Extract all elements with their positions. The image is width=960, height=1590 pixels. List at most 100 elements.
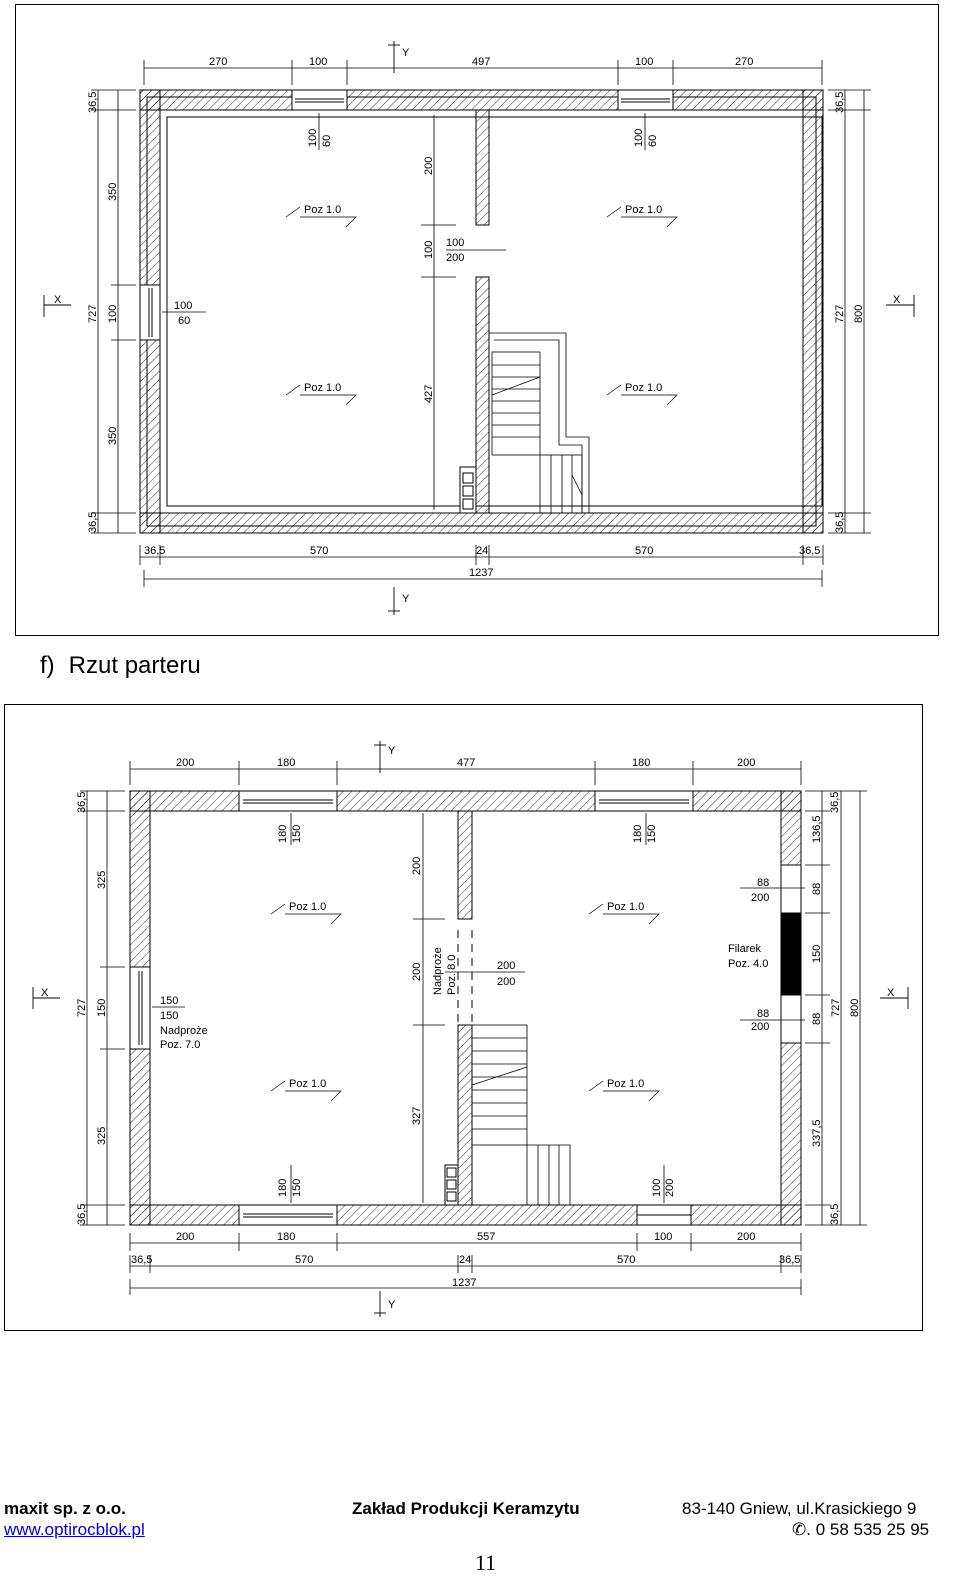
door-dim: 200 xyxy=(664,1179,676,1197)
bottom-dim: 200 xyxy=(176,1231,194,1243)
chimney-flues xyxy=(459,466,477,514)
room-labels: Poz 1.0 Poz 1.0 Poz 1.0 Poz 1.0 xyxy=(270,901,660,1102)
bottom-dim: 100 xyxy=(654,1231,672,1243)
caption-title: Rzut parteru xyxy=(68,652,201,679)
window-dim: 100 xyxy=(174,300,192,312)
footer-phone-number: . 0 58 535 25 95 xyxy=(806,1520,930,1539)
right-dim: 36,5 xyxy=(829,792,841,813)
bottom-dim: 36,5 xyxy=(131,1254,152,1266)
inner-wall-dim: 200 xyxy=(411,857,423,875)
room-label: Poz 1.0 xyxy=(289,901,326,913)
left-dim: 727 xyxy=(76,999,88,1017)
right-dim: 150 xyxy=(811,945,823,963)
right-dim: 36,5 xyxy=(834,92,846,113)
upper-floor-plan-frame: 200 100 427 100 200 100 60 100 60 100 60… xyxy=(15,4,939,636)
right-dim: 88 xyxy=(811,883,823,895)
axis-y-label: Y xyxy=(402,47,410,59)
bottom-dimension-chain xyxy=(129,1233,802,1295)
left-dim: 36,5 xyxy=(87,512,99,533)
window-dim: 60 xyxy=(321,135,333,147)
bottom-dim: 570 xyxy=(295,1254,313,1266)
bottom-dim: 24 xyxy=(476,545,488,557)
bottom-dimension-chain xyxy=(139,545,824,587)
inner-wall-dim: 327 xyxy=(411,1107,423,1125)
room-label: Poz 1.0 xyxy=(625,204,662,216)
inner-wall-dim: 200 xyxy=(411,963,423,981)
top-dim: 270 xyxy=(209,56,227,68)
left-dim: 325 xyxy=(96,871,108,889)
axis-x-label: X xyxy=(54,294,62,306)
axis-y-label: Y xyxy=(388,1299,396,1311)
door-dim: 200 xyxy=(497,976,515,988)
room-labels: Poz 1.0 Poz 1.0 Poz 1.0 Poz 1.0 xyxy=(285,204,678,406)
top-dim: 100 xyxy=(309,56,327,68)
caption-letter: f) xyxy=(40,652,55,679)
total-width-dim: 1237 xyxy=(452,1277,476,1289)
left-dim: 150 xyxy=(96,999,108,1017)
right-dim: 136,5 xyxy=(811,815,823,843)
right-dim: 727 xyxy=(830,999,842,1017)
axis-x-label: X xyxy=(893,294,901,306)
room-label: Poz 1.0 xyxy=(625,382,662,394)
inner-wall-dim: 100 xyxy=(423,241,435,259)
lintel-label: Poz. 8.0 xyxy=(446,955,458,995)
right-dim: 36,5 xyxy=(834,512,846,533)
top-dim: 200 xyxy=(737,757,755,769)
left-dim: 36,5 xyxy=(76,792,88,813)
window-dim: 180 xyxy=(632,825,644,843)
windows xyxy=(129,790,694,1226)
bottom-dim: 36,5 xyxy=(779,1254,800,1266)
window-dim: 100 xyxy=(633,129,645,147)
axis-y-label: Y xyxy=(388,745,396,757)
left-dim: 350 xyxy=(107,183,119,201)
footer-address: 83-140 Gniew, ul.Krasickiego 9 xyxy=(682,1499,917,1518)
upper-floor-plan: 200 100 427 100 200 100 60 100 60 100 60… xyxy=(43,41,915,615)
window-dim: 180 xyxy=(277,825,289,843)
inner-wall xyxy=(457,810,473,1206)
bottom-dim: 36,5 xyxy=(144,545,165,557)
door-dim: 100 xyxy=(446,237,464,249)
right-dim: 337,5 xyxy=(811,1119,823,1147)
bottom-dim: 200 xyxy=(737,1231,755,1243)
left-dim: 350 xyxy=(107,427,119,445)
window-dim: 150 xyxy=(291,825,303,843)
door-dim: 200 xyxy=(497,960,515,972)
window-dim: 60 xyxy=(178,315,190,327)
window-dim: 150 xyxy=(160,995,178,1007)
room-label: Poz 1.0 xyxy=(607,901,644,913)
right-dim: 727 xyxy=(834,305,846,323)
axis-y-label: Y xyxy=(402,593,410,605)
windows xyxy=(139,89,674,341)
section-caption: f) Rzut parteru xyxy=(40,652,201,680)
top-dimension-chain xyxy=(143,60,823,85)
footer-website-link[interactable]: www.optirocblok.pl xyxy=(4,1520,145,1539)
bottom-dim: 36,5 xyxy=(799,545,820,557)
pillar-label: Filarek xyxy=(728,943,762,955)
top-dim: 497 xyxy=(472,56,490,68)
page-number: 11 xyxy=(475,1550,497,1575)
footer-phone: ✆. 0 58 535 25 95 xyxy=(792,1520,929,1540)
window-dim: 150 xyxy=(160,1010,178,1022)
pillar-dim: 88 xyxy=(757,877,769,889)
room-label: Poz 1.0 xyxy=(289,1078,326,1090)
pillar-dim: 200 xyxy=(751,1021,769,1033)
room-label: Poz 1.0 xyxy=(607,1078,644,1090)
staircase xyxy=(471,1024,571,1206)
right-dimension-chain xyxy=(805,790,867,1226)
left-dimension-chain xyxy=(91,89,136,534)
top-dim: 100 xyxy=(635,56,653,68)
phone-icon: ✆ xyxy=(792,1520,807,1539)
window-dim: 100 xyxy=(307,129,319,147)
window-dim: 60 xyxy=(647,135,659,147)
axis-x-label: X xyxy=(41,987,49,999)
total-width-dim: 1237 xyxy=(469,567,493,579)
footer-company: maxit sp. z o.o. xyxy=(4,1499,126,1518)
bottom-dim: 24 xyxy=(459,1254,471,1266)
staircase xyxy=(489,332,590,514)
pillar-dim: 200 xyxy=(751,892,769,904)
room-label: Poz 1.0 xyxy=(304,204,341,216)
pillar-openings xyxy=(780,864,802,1044)
footer-plant: Zakład Produkcji Keramzytu xyxy=(352,1499,580,1518)
right-dim: 800 xyxy=(853,305,865,323)
left-dim: 325 xyxy=(96,1127,108,1145)
